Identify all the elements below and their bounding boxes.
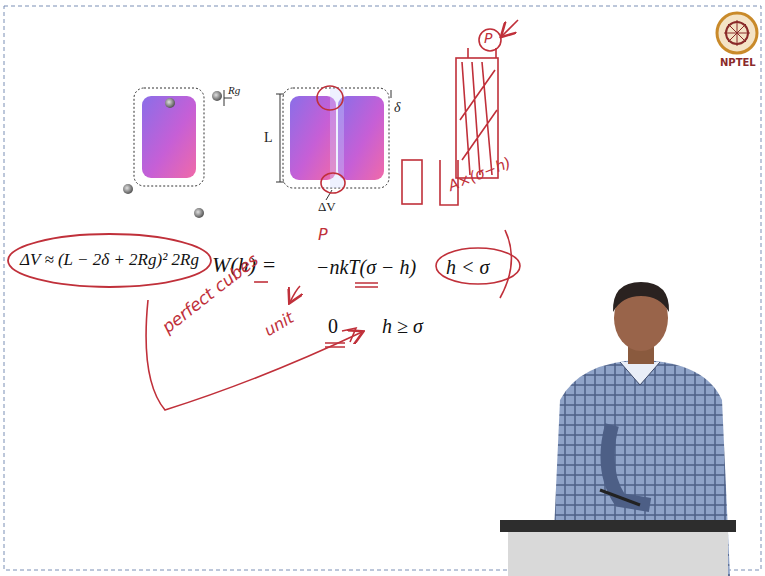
hand-annotation <box>146 230 520 410</box>
equation-condition: h < σ <box>446 256 489 278</box>
equation-term: 0 <box>328 315 338 337</box>
hand-ellipse-outline <box>8 234 211 287</box>
equation-condition: h ≥ σ <box>382 315 423 337</box>
handwritten-note: P <box>318 226 328 244</box>
single-cube <box>134 88 204 186</box>
handwritten-note: P <box>484 31 492 46</box>
nptel-logo <box>717 13 757 53</box>
lecturer <box>500 282 736 576</box>
handwritten-note: unit <box>261 309 297 340</box>
dimension-label: L <box>264 130 273 145</box>
cube-pair <box>276 88 391 200</box>
hand-annotation <box>317 20 518 205</box>
polymer-coil <box>123 91 222 218</box>
dimension-label: ΔV <box>318 200 336 214</box>
logo-text: NPTEL <box>720 57 756 68</box>
dimension-label: Rg <box>228 84 240 96</box>
circled-formula: ΔV ≈ (L − 2δ + 2Rg)² 2Rg <box>6 232 213 289</box>
dimension-label: δ <box>394 100 401 115</box>
formula-text: ΔV ≈ (L − 2δ + 2Rg)² 2Rg <box>20 251 199 270</box>
equation-term: −nkT(σ − h) <box>316 256 416 278</box>
